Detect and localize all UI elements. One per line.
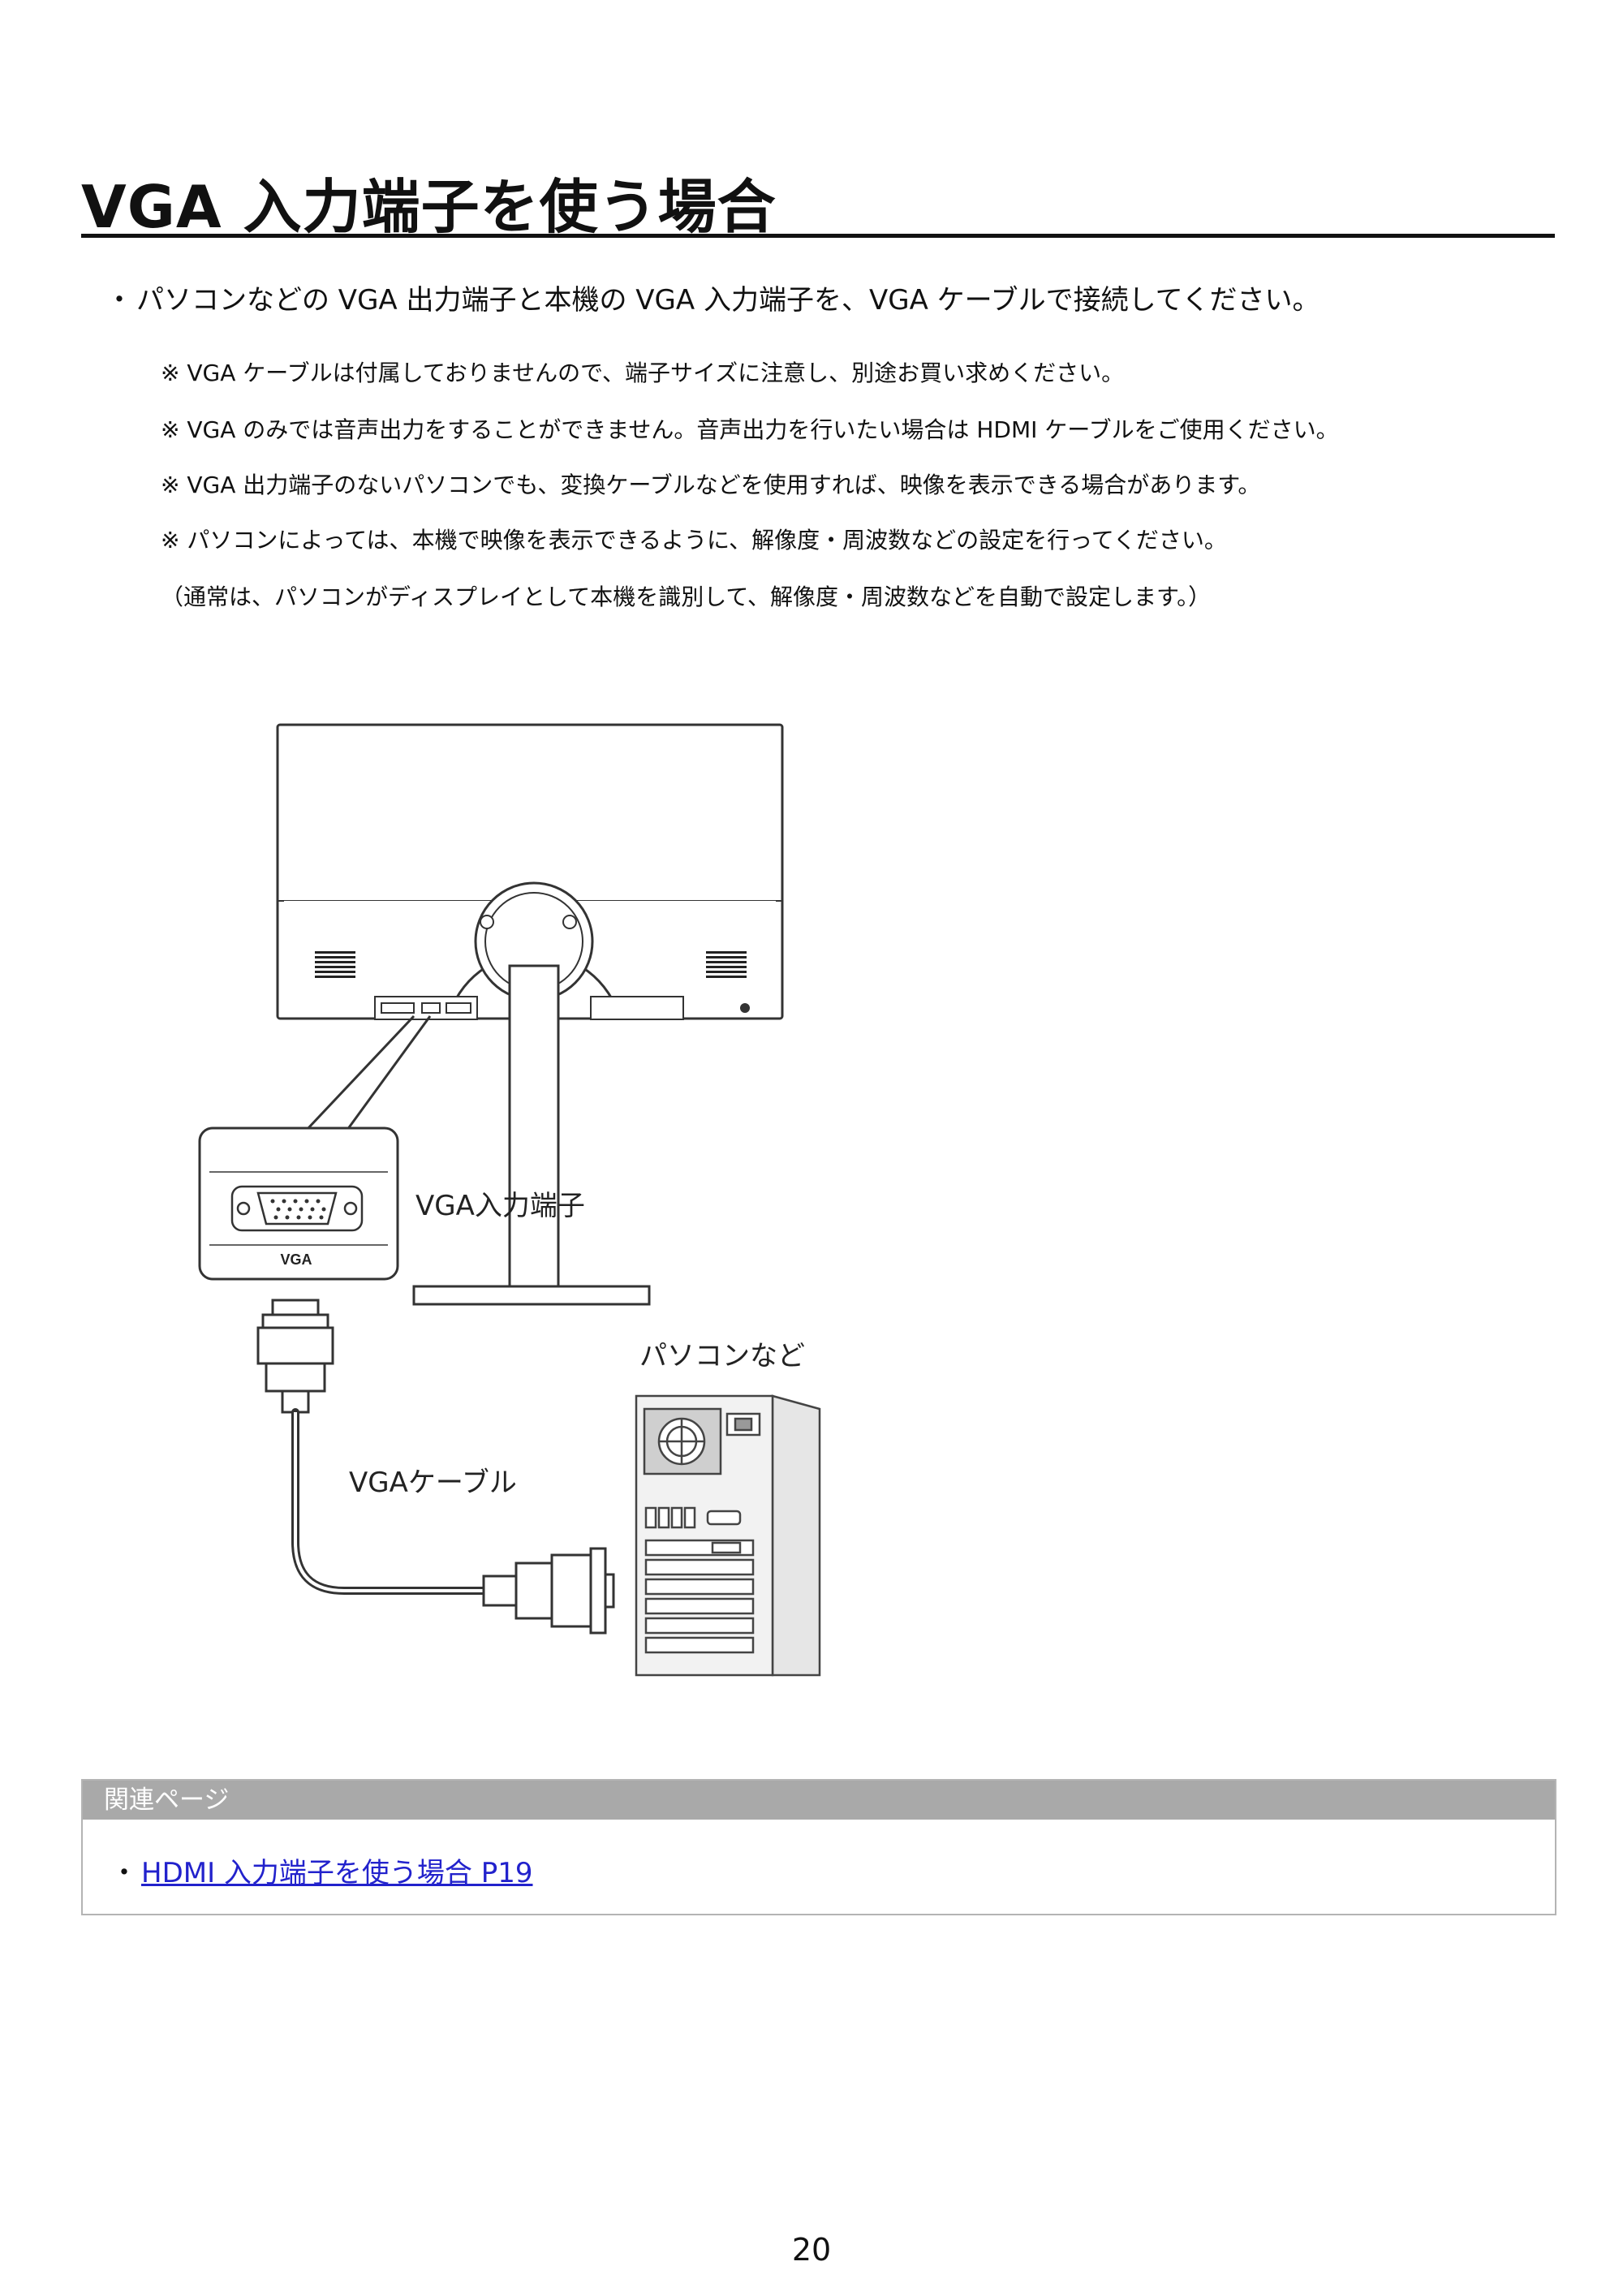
port-text: VGA [280,1251,312,1268]
vga-cable-connector-top [256,1299,334,1414]
related-link-hdmi[interactable]: HDMI 入力端子を使う場合 P19 [141,1857,533,1889]
main-instruction: ・パソコンなどの VGA 出力端子と本機の VGA 入力端子を、VGA ケーブル… [105,278,1320,317]
bullet-dot: ・ [110,1857,138,1889]
note-1: ※ VGA ケーブルは付属しておりませんので、端子サイズに注意し、別途お買い求め… [161,360,1125,386]
connection-diagram: VGA VGA入力端子 VGAケーブル パソコンなど [198,723,821,1677]
note-4: ※ パソコンによっては、本機で映像を表示できるように、解像度・周波数などの設定を… [161,527,1227,554]
related-pages-box: 関連ページ ・HDMI 入力端子を使う場合 P19 [81,1779,1556,1915]
vga-port-zoom-box: VGA [198,1126,399,1281]
monitor-illustration [276,723,784,1306]
note-3: ※ VGA 出力端子のないパソコンでも、変換ケーブルなどを使用すれば、映像を表示… [161,472,1261,498]
label-vga-input: VGA入力端子 [415,1190,585,1222]
related-pages-header: 関連ページ [83,1781,1555,1820]
label-vga-cable: VGAケーブル [349,1467,517,1499]
note-2: ※ VGA のみでは音声出力をすることができません。音声出力を行いたい場合は H… [161,416,1339,443]
vga-cable-connector-bottom [482,1547,615,1635]
page-number: 20 [791,2232,832,2268]
speaker-grille-left [315,951,355,978]
label-pc: パソコンなど [639,1340,805,1372]
speaker-grille-right [706,951,747,978]
page-title: VGA 入力端子を使う場合 [81,173,777,241]
callout-lines [305,1014,432,1131]
vga-cable [291,1408,488,1595]
main-instruction-text: パソコンなどの VGA 出力端子と本機の VGA 入力端子を、VGA ケーブルで… [136,284,1320,317]
pc-tower-illustration [635,1394,821,1677]
title-underline [81,234,1555,238]
related-item: ・HDMI 入力端子を使う場合 P19 [110,1850,533,1890]
bullet-dot: ・ [105,284,133,317]
note-5: （通常は、パソコンがディスプレイとして本機を識別して、解像度・周波数などを自動で… [161,584,1212,610]
vga-port-icon [230,1185,364,1232]
